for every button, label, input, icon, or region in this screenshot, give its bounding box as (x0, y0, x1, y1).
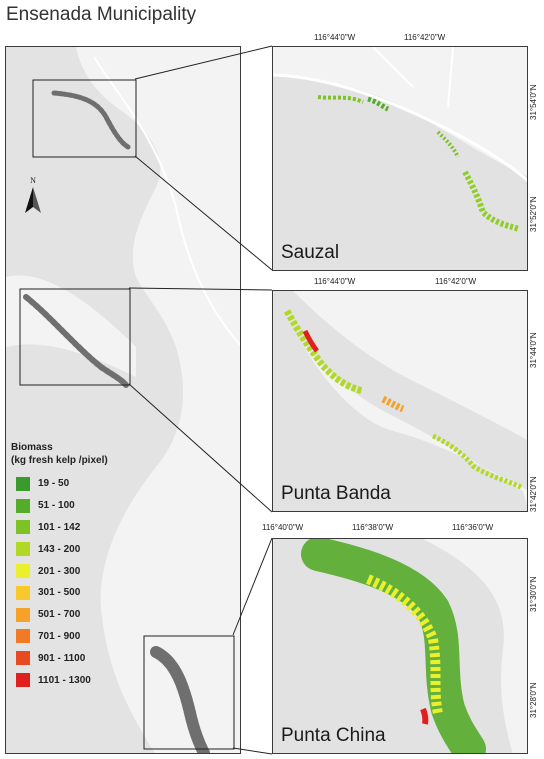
north-label: N (30, 176, 36, 185)
legend-class-label: 143 - 200 (38, 543, 81, 555)
legend-title: Biomass (11, 442, 53, 453)
inset-label-punta-banda: Punta Banda (281, 483, 391, 504)
kelp-bed (283, 309, 364, 395)
longitude-tick: 116°40'0"W (262, 523, 304, 532)
legend-class-label: 301 - 500 (38, 587, 81, 599)
land-area (273, 47, 527, 177)
peninsula (283, 311, 527, 506)
legend-class: 701 - 900 (11, 626, 108, 648)
sauzal-map-drawing (273, 47, 527, 232)
legend-classes: 19 - 50 51 - 100 101 - 142 143 - 200 201 - 3… (11, 473, 108, 691)
latitude-tick: 31°28'0"N (529, 682, 538, 718)
punta-china-extent-box (143, 635, 235, 750)
legend-swatch (16, 585, 30, 600)
legend-class: 501 - 700 (11, 604, 108, 626)
kelp-bed-dense (420, 707, 429, 725)
inset-label-sauzal: Sauzal (281, 242, 340, 263)
punta-china-map-drawing (301, 539, 527, 753)
land-area (293, 291, 527, 440)
legend-swatch (16, 520, 30, 535)
legend-class-label: 101 - 142 (38, 521, 81, 533)
legend-class: 143 - 200 (11, 538, 108, 560)
map-title: Ensenada Municipality (6, 4, 197, 25)
legend-class: 51 - 100 (11, 495, 108, 517)
latitude-tick: 31°52'0"N (529, 196, 538, 232)
road (372, 47, 454, 108)
legend-class-label: 1101 - 1300 (38, 674, 91, 686)
kelp-bed-medium (366, 574, 443, 715)
north-arrow: N (24, 176, 42, 220)
land-area (423, 539, 527, 753)
sauzal-kelp (51, 90, 131, 150)
peninsula-kelp (23, 294, 129, 388)
longitude-tick: 116°44'0"W (314, 277, 356, 286)
north-arrow-icon (25, 187, 41, 213)
legend-class: 101 - 142 (11, 517, 108, 539)
longitude-tick: 116°44'0"W (314, 33, 356, 42)
legend-swatch (16, 629, 30, 644)
punta-banda-extent-box (19, 288, 131, 386)
legend-class: 1101 - 1300 (11, 669, 108, 691)
kelp-bed (431, 433, 523, 490)
legend-class-label: 51 - 100 (38, 500, 75, 512)
latitude-tick: 31°44'0"N (529, 332, 538, 368)
legend-swatch (16, 476, 30, 491)
punta-china-kelp (150, 646, 210, 753)
kelp-bed (436, 130, 460, 158)
longitude-tick: 116°42'0"W (404, 33, 446, 42)
kelp-bed (367, 96, 390, 112)
biomass-legend: Biomass (kg fresh kelp /pixel) 19 - 50 51… (11, 441, 108, 691)
legend-class-label: 501 - 700 (38, 609, 81, 621)
kelp-bed (462, 170, 520, 232)
latitude-tick: 31°30'0"N (529, 576, 538, 612)
punta-banda-map-drawing (283, 291, 527, 506)
latitude-tick: 31°42'0"N (529, 476, 538, 512)
latitude-tick: 31°54'0"N (529, 84, 538, 120)
legend-swatch (16, 673, 30, 688)
longitude-tick: 116°42'0"W (435, 277, 477, 286)
legend-class-label: 701 - 900 (38, 630, 81, 642)
bay-shore (6, 275, 136, 377)
kelp-bed (381, 395, 405, 413)
legend-swatch (16, 651, 30, 666)
legend-class: 201 - 300 (11, 560, 108, 582)
legend-swatch (16, 498, 30, 513)
legend-class: 19 - 50 (11, 473, 108, 495)
legend-class-label: 901 - 1100 (38, 652, 86, 664)
legend-swatch (16, 542, 30, 557)
legend-class-label: 19 - 50 (38, 478, 70, 490)
legend-class: 901 - 1100 (11, 647, 108, 669)
inset-punta-banda: Punta Banda (272, 290, 528, 512)
inset-punta-china: Punta China (272, 538, 528, 754)
kelp-bed (317, 95, 364, 104)
road (273, 73, 527, 183)
legend-swatch (16, 564, 30, 579)
sauzal-extent-box (32, 79, 137, 158)
inset-sauzal: Sauzal (272, 46, 528, 271)
longitude-tick: 116°36'0"W (452, 523, 494, 532)
legend-swatch (16, 607, 30, 622)
kelp-bed (301, 539, 486, 753)
legend-subtitle: (kg fresh kelp /pixel) (11, 455, 108, 466)
longitude-tick: 116°38'0"W (352, 523, 394, 532)
legend-class-label: 201 - 300 (38, 565, 81, 577)
kelp-bed-dense (302, 329, 319, 353)
legend-class: 301 - 500 (11, 582, 108, 604)
inset-label-punta-china: Punta China (281, 725, 386, 746)
